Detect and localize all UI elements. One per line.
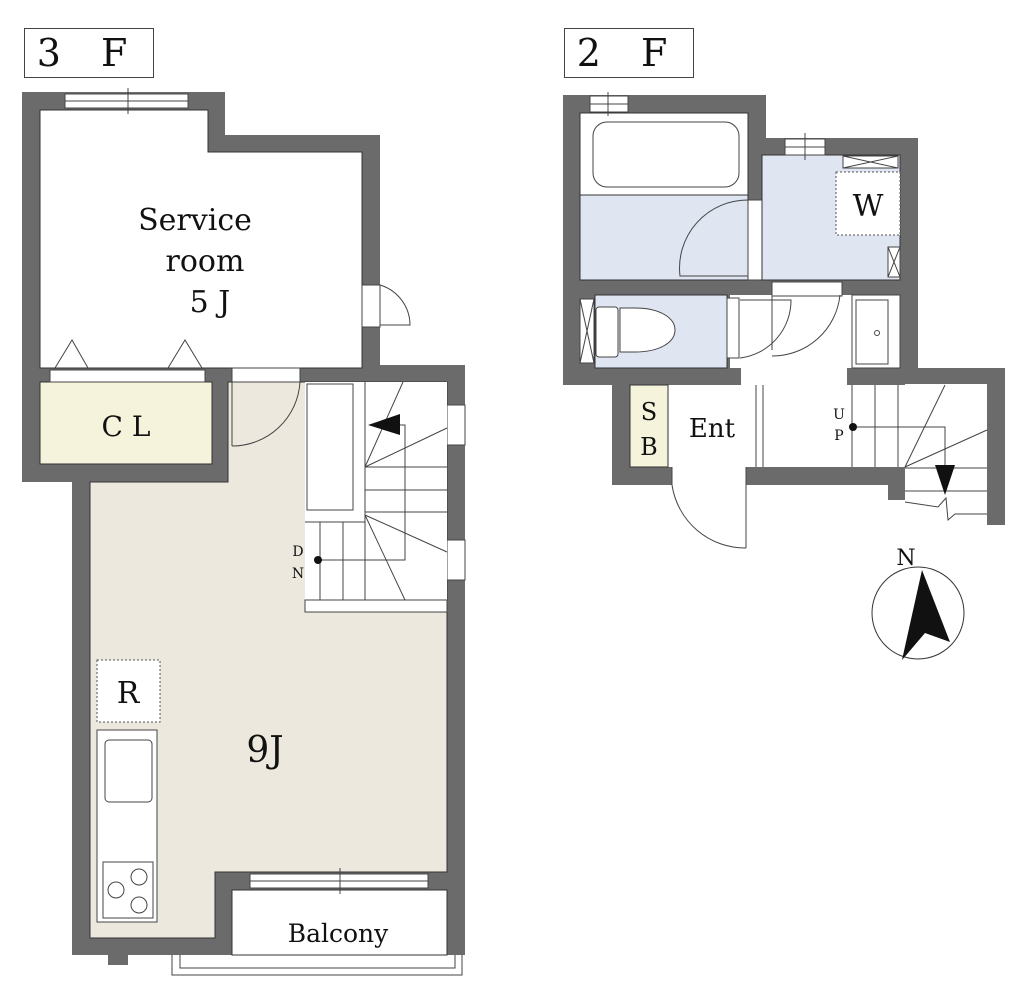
third-floor: D N R Service room 5 J C L 9J Balcony: [22, 88, 466, 976]
vent: [842, 155, 899, 169]
closet-doors[interactable]: [49, 369, 206, 383]
refrigerator-label: R: [117, 676, 141, 711]
door-bathroom[interactable]: [679, 199, 749, 277]
vent: [887, 246, 901, 278]
window-stair-2: [446, 539, 466, 581]
service-room-size: 5 J: [190, 285, 231, 320]
main-room-size: 9J: [246, 730, 283, 771]
shoe-box-label: S: [641, 398, 657, 426]
floor-label-2f: 2 F: [564, 28, 694, 78]
balcony: [231, 889, 448, 956]
compass-north-label: N: [896, 546, 915, 571]
stairs-2f: [849, 384, 988, 525]
window-balcony: [249, 868, 429, 894]
window-top: [64, 88, 189, 114]
washer-space: [835, 171, 901, 236]
window-bath: [589, 92, 629, 116]
stairs-up-label: U: [833, 407, 845, 423]
window-washroom: [784, 133, 826, 160]
door-toilet[interactable]: [739, 299, 792, 359]
door-service-room[interactable]: [379, 284, 411, 326]
vent: [579, 298, 595, 364]
entrance-label: Ent: [689, 414, 736, 444]
service-room-label: Service: [138, 203, 252, 238]
stairs-up-label: P: [834, 428, 843, 444]
service-room-label: room: [166, 244, 245, 279]
door-washroom[interactable]: [771, 294, 841, 357]
washer-label: W: [853, 189, 884, 224]
closet-label: C L: [102, 410, 151, 443]
stair-arrow-icon: [368, 414, 400, 435]
stair-arrow-icon: [935, 465, 955, 495]
refrigerator-space: [96, 659, 161, 723]
floor-label-3f: 3 F: [24, 28, 154, 78]
balcony-label: Balcony: [288, 919, 389, 948]
stairs-dn-label: D: [292, 544, 303, 560]
shoe-box-label: B: [640, 433, 658, 461]
stairs-3f: [304, 381, 448, 613]
door-main-room[interactable]: [231, 381, 301, 447]
second-floor: W S B Ent: [563, 92, 1005, 549]
bathtub: [592, 121, 740, 188]
window-stair-1: [446, 404, 466, 446]
service-room: [39, 109, 363, 369]
shoe-box: [629, 384, 669, 468]
sink: [104, 739, 153, 803]
balcony-railing: [171, 955, 463, 976]
stairs-dn-label: N: [292, 566, 304, 582]
kitchen-counter: [96, 729, 158, 923]
front-door[interactable]: [671, 467, 747, 549]
bathroom: [579, 194, 749, 281]
toilet: [595, 306, 676, 358]
north-compass-icon: N: [871, 546, 965, 660]
